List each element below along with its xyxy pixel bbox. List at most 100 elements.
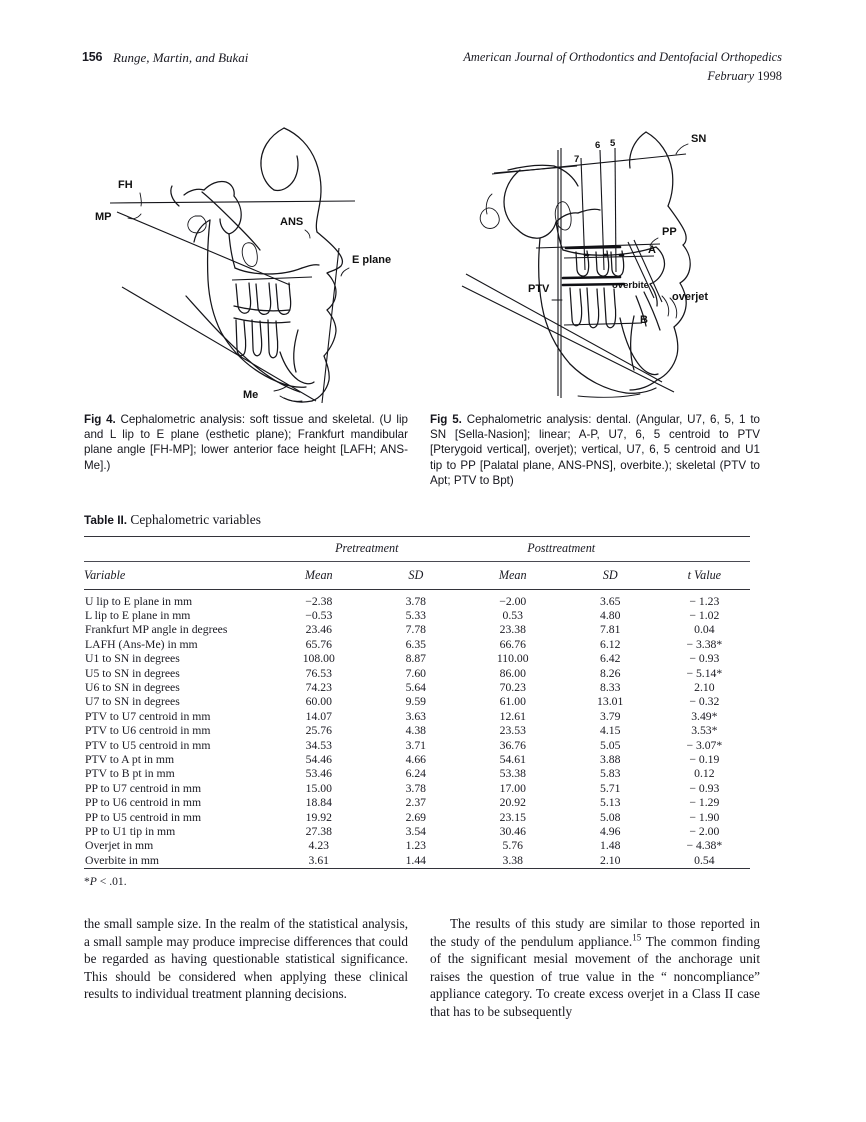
fig4-label-ans: ANS [280, 216, 303, 228]
cell-variable: U5 to SN in degrees [85, 666, 180, 680]
cell-value: 18.84 [305, 796, 332, 810]
cell-value: 66.76 [499, 637, 526, 651]
cell-value: −2.38 [305, 594, 333, 608]
cell-value: 65.76 [305, 637, 332, 651]
body-paragraph-right: The results of this study are similar to… [430, 915, 760, 1021]
table-body: U lip to E plane in mm −2.38 3.78 −2.00 3.65… [84, 590, 750, 869]
figure-5-label: Fig 5. [430, 413, 462, 426]
figure-5-caption: Fig 5. Cephalometric analysis: dental. (… [430, 412, 760, 488]
group-header-spacer [84, 537, 270, 562]
cell-value: − 3.38* [686, 637, 723, 651]
cell-value: 3.65 [599, 594, 621, 608]
body-column-left: the small sample size. In the realm of t… [84, 915, 408, 1003]
cell-value: 108.00 [302, 652, 335, 666]
cell-value: 9.59 [405, 695, 427, 709]
reference-marker: 15 [632, 932, 642, 943]
cell-variable: U lip to E plane in mm [85, 594, 193, 608]
cell-value: 86.00 [499, 666, 526, 680]
cell-value: −2.00 [499, 594, 527, 608]
cell-value: − 0.93 [689, 781, 720, 795]
cell-value: 2.69 [405, 810, 427, 824]
fig5-label-6: 6 [595, 140, 600, 151]
page-folio: 156 [82, 50, 103, 64]
table-title-text: Cephalometric variables [127, 512, 261, 527]
cell-variable: PTV to U7 centroid in mm [85, 709, 211, 723]
cell-variable: Overbite in mm [85, 853, 160, 867]
cell-value: 70.23 [499, 680, 526, 694]
footnote-p: P [89, 875, 97, 889]
cell-value: 23.15 [499, 810, 526, 824]
fig5-label-overjet: overjet [672, 291, 708, 303]
body-paragraph-left: the small sample size. In the realm of t… [84, 916, 408, 1002]
body-column-right: The results of this study are similar to… [430, 915, 760, 1021]
figure-4-caption: Fig 4. Cephalometric analysis: soft tiss… [84, 412, 408, 473]
column-header-t-value: t Value [658, 561, 750, 590]
cell-value: 3.38 [502, 853, 523, 867]
table-group-header-row: Pretreatment Posttreatment [84, 537, 750, 562]
figure-5-caption-text: Cephalometric analysis: dental. (Angular… [430, 413, 761, 487]
cell-value: − 0.93 [689, 652, 720, 666]
figure-4-image: FH MP ANS E plane Me [84, 120, 420, 405]
fig4-label-fh: FH [118, 179, 133, 191]
cell-value: 2.10 [599, 853, 621, 867]
cell-value: 53.38 [499, 767, 526, 781]
cell-value: 61.00 [499, 695, 526, 709]
cell-value: 6.12 [599, 637, 621, 651]
cell-variable: PP to U6 centroid in mm [85, 796, 202, 810]
cell-value: 76.53 [305, 666, 332, 680]
cell-value: 3.78 [405, 781, 427, 795]
cell-value: 53.46 [305, 767, 332, 781]
cell-value: 8.87 [405, 652, 427, 666]
cell-value: − 5.14* [686, 666, 723, 680]
table-block: Table II. Cephalometric variables Pretre… [84, 512, 750, 888]
cell-variable: L lip to E plane in mm [85, 608, 191, 622]
fig5-label-a: A [648, 244, 656, 256]
cell-value: 3.71 [405, 738, 427, 752]
cell-value: 7.60 [405, 666, 427, 680]
column-header-variable: Variable [84, 561, 270, 590]
cell-value: 7.78 [405, 623, 427, 637]
table-bottom-rule [84, 868, 750, 871]
cell-value: 5.83 [599, 767, 621, 781]
cell-value: 3.49* [691, 709, 718, 723]
cell-value: 4.66 [405, 752, 427, 766]
cell-variable: PP to U1 tip in mm [85, 825, 176, 838]
cell-value: 0.04 [694, 623, 715, 637]
fig5-label-pp: PP [662, 226, 677, 238]
cell-value: − 4.38* [686, 839, 723, 853]
footnote-tail: < .01. [96, 875, 127, 889]
running-head: 156 Runge, Martin, and Bukai American Jo… [82, 50, 782, 90]
cell-value: 36.76 [499, 738, 526, 752]
cell-value: 0.12 [694, 767, 715, 781]
table-title: Table II. Cephalometric variables [84, 512, 750, 528]
cell-value: 5.33 [405, 608, 427, 622]
cell-value: 0.53 [502, 608, 523, 622]
journal-title: American Journal of Orthodontics and Den… [463, 50, 782, 64]
group-header-spacer-2 [659, 537, 750, 562]
cell-value: 4.96 [599, 825, 621, 838]
cell-variable: PP to U7 centroid in mm [85, 781, 202, 795]
table-foot [84, 868, 750, 871]
cell-value: 4.38 [405, 724, 427, 738]
cell-value: 6.35 [405, 637, 427, 651]
cell-variable: Overjet in mm [85, 839, 154, 853]
cell-value: − 0.19 [689, 752, 720, 766]
cell-value: 12.61 [499, 709, 526, 723]
cell-value: 2.37 [405, 796, 427, 810]
cell-value: 8.33 [599, 680, 621, 694]
body-right-part-a: The results of this study are similar to… [430, 916, 760, 949]
cell-value: 54.61 [499, 752, 526, 766]
cell-value: 5.76 [502, 839, 523, 853]
table-head: Pretreatment Posttreatment Variable Mean… [84, 536, 750, 590]
cell-value: − 3.07* [686, 738, 723, 752]
cell-value: 4.80 [599, 608, 621, 622]
cell-value: − 0.32 [689, 695, 720, 709]
